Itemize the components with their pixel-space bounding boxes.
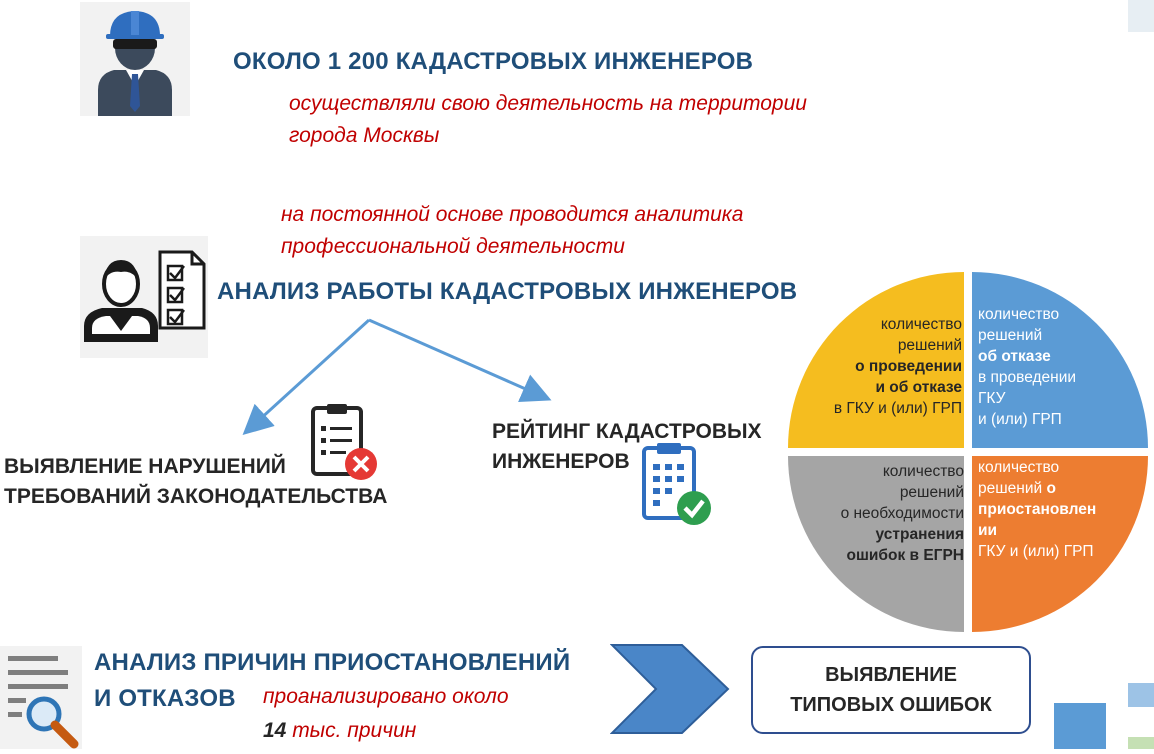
reasons-note-line2: 14 тыс. причин — [263, 714, 509, 748]
engineers-description: осуществляли свою деятельность на террит… — [289, 88, 807, 152]
violations-label-line2: ТРЕБОВАНИЙ ЗАКОНОДАТЕЛЬСТВА — [4, 485, 388, 508]
typical-errors-line1: ВЫЯВЛЕНИЕ — [825, 664, 957, 686]
quadrant-text-bold: о — [1046, 480, 1056, 497]
analysis-heading: АНАЛИЗ РАБОТЫ КАДАСТРОВЫХ ИНЖЕНЕРОВ — [217, 278, 798, 305]
quadrant-top-left — [788, 272, 964, 448]
quadrant-bottom-right-text: количество решений о приостановлен ии ГК… — [978, 457, 1128, 562]
reasons-note: проанализировано около 14 тыс. причин — [263, 680, 509, 748]
quadrant-text-line: ГКУ — [978, 390, 1006, 407]
quadrant-text-bold: ошибок в ЕГРН — [846, 547, 964, 564]
quadrant-top-left-text: количество решений о проведении и об отк… — [800, 314, 962, 419]
reasons-analysis-heading-line1: АНАЛИЗ ПРИЧИН ПРИОСТАНОВЛЕНИЙ — [94, 649, 571, 676]
analysis-note-line1: на постоянной основе проводится аналитик… — [281, 203, 744, 226]
typical-errors-box: ВЫЯВЛЕНИЕ ТИПОВЫХ ОШИБОК — [751, 646, 1031, 734]
engineers-count-heading: ОКОЛО 1 200 КАДАСТРОВЫХ ИНЖЕНЕРОВ — [233, 48, 754, 75]
quadrant-text-bold: устранения — [875, 526, 964, 543]
decisions-quadrant-circle — [788, 272, 1148, 632]
quadrant-text-line: в ГКУ и (или) ГРП — [833, 400, 962, 417]
quadrant-bottom-left-text: количество решений о необходимости устра… — [800, 461, 964, 566]
typical-errors-line2: ТИПОВЫХ ОШИБОК — [790, 694, 992, 716]
engineer-icon — [80, 2, 190, 116]
rating-label-line2: ИНЖЕНЕРОВ — [492, 450, 630, 473]
document-search-icon — [0, 646, 82, 749]
reasons-analysis-heading-line2: И ОТКАЗОВ — [94, 685, 236, 712]
rating-label: РЕЙТИНГ КАДАСТРОВЫХ ИНЖЕНЕРОВ — [492, 417, 762, 477]
quadrant-text-line: и (или) ГРП — [978, 411, 1062, 428]
quadrant-text-line: количество — [978, 306, 1060, 323]
violations-label: ВЫЯВЛЕНИЕ НАРУШЕНИЙ ТРЕБОВАНИЙ ЗАКОНОДАТ… — [4, 452, 387, 512]
engineers-description-line1: осуществляли свою деятельность на террит… — [289, 92, 807, 115]
rating-label-line1: РЕЙТИНГ КАДАСТРОВЫХ — [492, 420, 762, 443]
analysis-note-line2: профессиональной деятельности — [281, 235, 625, 258]
engineers-description-line2: города Москвы — [289, 124, 440, 147]
branch-arrow-left — [242, 318, 371, 436]
chevron-arrow-icon — [610, 644, 730, 734]
quadrant-bottom-left — [788, 456, 964, 632]
quadrant-text-bold: ии — [978, 522, 998, 539]
violations-label-line1: ВЫЯВЛЕНИЕ НАРУШЕНИЙ — [4, 455, 286, 478]
quadrant-text-bold: приостановлен — [978, 501, 1097, 518]
checklist-person-icon — [80, 236, 208, 358]
branch-arrow-right — [368, 318, 552, 403]
reasons-note-line1: проанализировано около — [263, 685, 509, 708]
quadrant-text-line: количество — [880, 316, 962, 333]
reasons-note-rest: тыс. причин — [286, 719, 417, 742]
quadrant-top-right — [972, 272, 1148, 448]
quadrant-top-right-text: количество решений об отказе в проведени… — [978, 304, 1128, 430]
deco-square — [1128, 737, 1154, 749]
reasons-analysis-heading: АНАЛИЗ ПРИЧИН ПРИОСТАНОВЛЕНИЙ И ОТКАЗОВ — [94, 645, 570, 717]
quadrant-text-line: количество — [978, 459, 1060, 476]
deco-square — [1128, 0, 1154, 32]
quadrant-text-line: в проведении — [978, 369, 1077, 386]
quadrant-text-line: решений — [978, 480, 1047, 497]
quadrant-text-bold: и об отказе — [875, 379, 962, 396]
quadrant-text-line: решений — [899, 484, 964, 501]
quadrant-text-line: количество — [882, 463, 964, 480]
quadrant-text-bold: о проведении — [855, 358, 962, 375]
clipboard-check-icon — [640, 440, 716, 528]
quadrant-text-line: ГКУ и (или) ГРП — [978, 543, 1094, 560]
quadrant-text-bold: об отказе — [978, 348, 1051, 365]
quadrant-text-line: решений — [978, 327, 1043, 344]
deco-square — [1054, 703, 1106, 749]
clipboard-error-icon — [307, 402, 379, 482]
reasons-count: 14 — [263, 719, 287, 742]
deco-square — [1128, 683, 1154, 707]
analysis-note: на постоянной основе проводится аналитик… — [281, 199, 743, 263]
quadrant-text-line: решений — [897, 337, 962, 354]
quadrant-text-line: о необходимости — [840, 505, 964, 522]
quadrant-bottom-right — [972, 456, 1148, 632]
